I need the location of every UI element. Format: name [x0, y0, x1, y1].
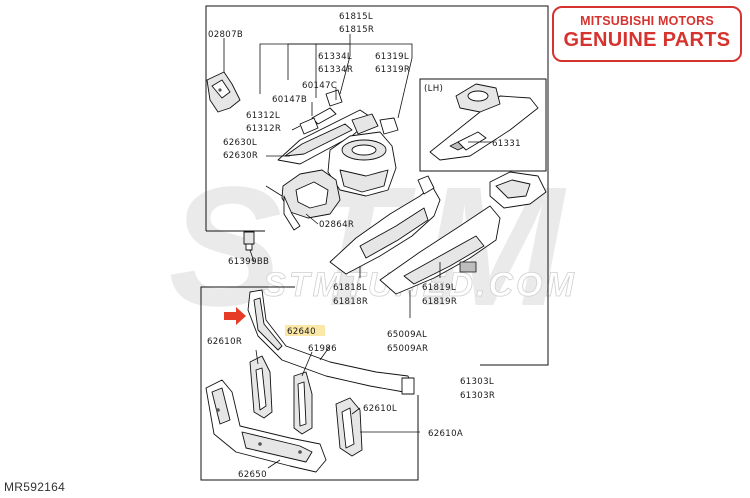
label-61815r: 61815R: [339, 25, 374, 35]
label-62630r: 62630R: [223, 151, 258, 161]
part-side-member-left: [329, 175, 441, 275]
label-61312r: 61312R: [246, 124, 281, 134]
part-61399bb: [243, 231, 255, 251]
part-62610r: [249, 355, 273, 419]
part-62650: [205, 379, 327, 473]
pointer-arrow: [224, 307, 246, 325]
part-62610l: [335, 397, 363, 457]
label-62640: 62640: [287, 327, 316, 337]
part-02807b: [206, 71, 241, 113]
label-61312l: 61312L: [246, 111, 280, 121]
leader-lines: [223, 34, 492, 469]
part-62630: [281, 169, 341, 231]
diagram-id: MR592164: [4, 480, 66, 494]
label-61319r: 61319R: [375, 65, 410, 75]
part-61986: [293, 371, 313, 435]
part-strut-tower: [327, 131, 397, 197]
label-61303r: 61303R: [460, 391, 495, 401]
part-upper-rail: [277, 89, 399, 165]
label-61819r: 61819R: [422, 297, 457, 307]
label-61334r: 61334R: [318, 65, 353, 75]
highlight-62640: [285, 325, 325, 336]
label-65009ar: 65009AR: [387, 344, 428, 354]
label-60147c: 60147C: [302, 81, 337, 91]
label-62610r: 62610R: [207, 337, 242, 347]
label-61319l: 61319L: [375, 52, 409, 62]
label-02807b: 02807B: [208, 30, 243, 40]
label-61334l: 61334L: [318, 52, 352, 62]
label-62650: 62650: [238, 470, 267, 480]
part-labels: 02807B 61815L 61815R 61334L 61334R 61319…: [207, 12, 521, 480]
label-61399bb: 61399BB: [228, 257, 269, 267]
part-side-member-right: [379, 205, 501, 295]
label-61818l: 61818L: [333, 283, 367, 293]
badge-brand: MITSUBISHI MOTORS: [580, 14, 714, 28]
inset-label-lh: (LH): [424, 84, 443, 94]
label-61815l: 61815L: [339, 12, 373, 22]
label-61331: 61331: [492, 139, 521, 149]
genuine-parts-badge: MITSUBISHI MOTORS GENUINE PARTS: [552, 6, 742, 62]
label-02864r: 02864R: [319, 220, 354, 230]
part-crossmember-rear: [489, 171, 547, 209]
label-62610a: 62610A: [428, 429, 463, 439]
part-62640: [247, 289, 415, 395]
label-65009al: 65009AL: [387, 330, 427, 340]
label-61819l: 61819L: [422, 283, 456, 293]
badge-tagline: GENUINE PARTS: [563, 29, 731, 51]
part-inset-lh: [429, 83, 539, 161]
label-61986: 61986: [308, 344, 337, 354]
frame-lines: [200, 5, 549, 481]
label-60147b: 60147B: [272, 95, 307, 105]
label-61818r: 61818R: [333, 297, 368, 307]
label-62630l: 62630L: [223, 138, 257, 148]
label-62610l: 62610L: [363, 404, 397, 414]
label-61303l: 61303L: [460, 377, 494, 387]
